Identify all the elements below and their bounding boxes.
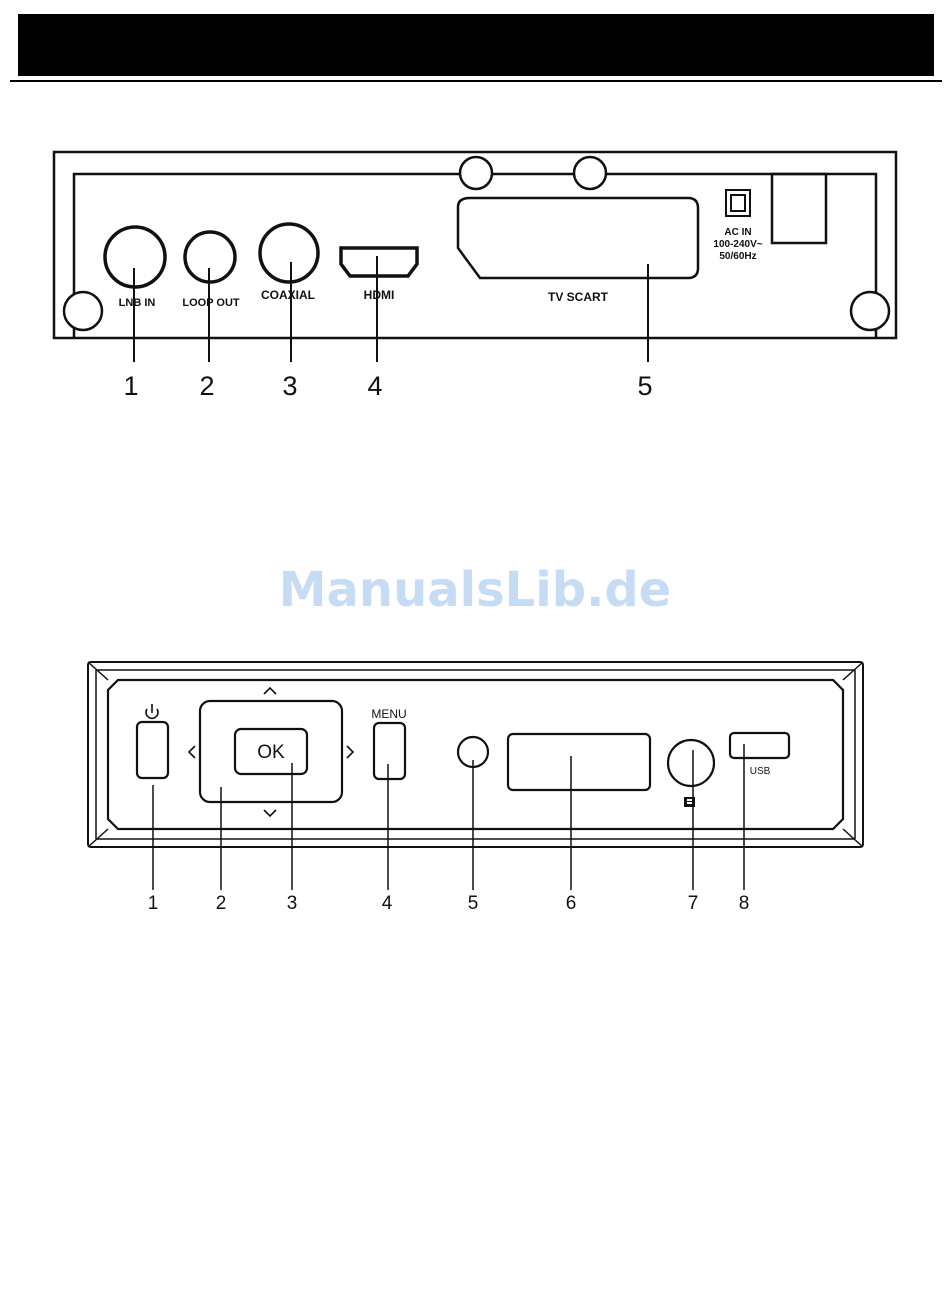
rear-right-screw: [851, 292, 889, 330]
ac-in-label: AC IN: [724, 227, 751, 238]
lnb-in-label: LNB IN: [119, 297, 156, 309]
rear-callout-number-1: 1: [123, 371, 138, 401]
rear-callout-number-5: 5: [637, 371, 652, 401]
voltage-label: 100-240V~: [713, 239, 762, 250]
frequency-label: 50/60Hz: [719, 251, 756, 262]
hdmi-label: HDMI: [364, 288, 395, 302]
tv-scart-label: TV SCART: [548, 290, 609, 304]
rear-top-screw-2: [574, 157, 606, 189]
coaxial-connector: [260, 224, 318, 282]
loop-out-label: LOOP OUT: [182, 297, 240, 309]
ac-in-socket-inner: [731, 195, 745, 211]
rear-callout-number-4: 4: [367, 371, 382, 401]
tv-scart-connector: [458, 198, 698, 278]
watermark: ManualsLib.de: [0, 562, 950, 618]
rear-left-screw: [64, 292, 102, 330]
rear-callout-number-3: 3: [282, 371, 297, 401]
coaxial-label: COAXIAL: [261, 288, 315, 302]
rear-callout-number-2: 2: [199, 371, 214, 401]
power-cable-block: [772, 174, 826, 243]
hdmi-connector: [341, 248, 417, 276]
rear-top-screw-1: [460, 157, 492, 189]
ac-in-socket-outer: [726, 190, 750, 216]
